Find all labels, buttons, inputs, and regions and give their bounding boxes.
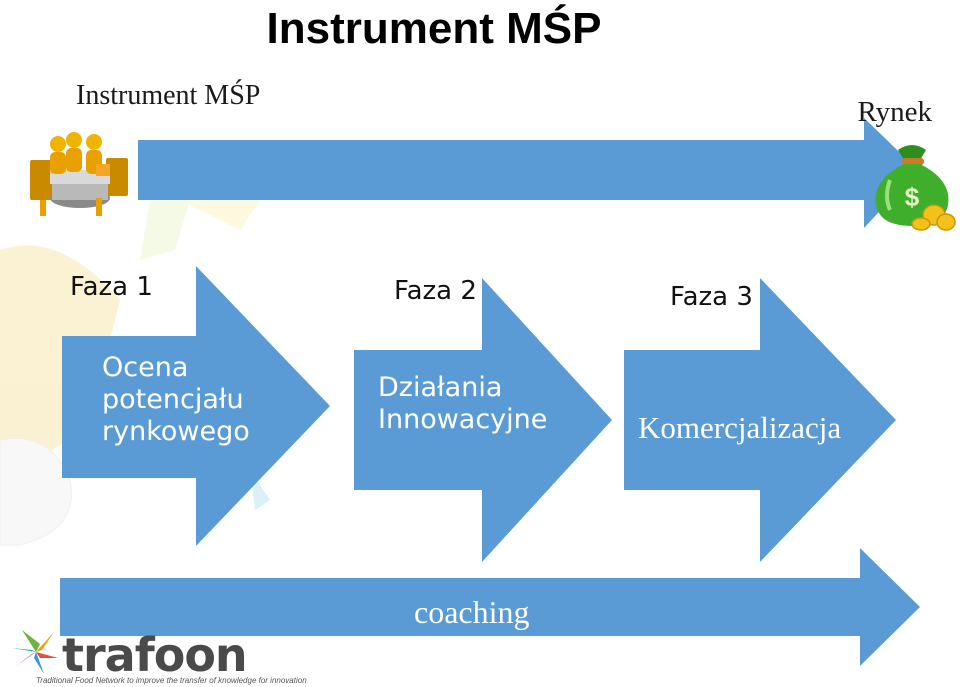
phase-1-label: Faza 1 (70, 272, 153, 302)
phase-1-arrow (62, 266, 330, 546)
phase-3-arrow (624, 278, 896, 562)
money-bag-icon: $ (875, 145, 956, 231)
svg-text:$: $ (905, 182, 920, 212)
logo-wordmark: trafoon (62, 628, 248, 682)
page-title: Instrument MŚP (266, 4, 602, 53)
background-decoration (0, 200, 270, 546)
coaching-label: coaching (414, 594, 530, 630)
market-label: Rynek (857, 96, 932, 128)
phase-1-line: Ocena (102, 352, 189, 383)
phase-2-label: Faza 2 (394, 276, 477, 306)
meeting-people-icon (30, 132, 128, 216)
phase-2-line: Działania (378, 372, 503, 403)
subtitle: Instrument MŚP (76, 80, 261, 111)
phase-1-line: rynkowego (102, 415, 250, 447)
trafoon-logo-icon (12, 630, 58, 674)
phase-2-arrow (354, 278, 612, 562)
phase-2-line: Innowacyjne (378, 403, 548, 435)
phase-1-description: Ocena potencjału rynkowego (102, 352, 250, 448)
coaching-arrow (60, 548, 920, 666)
phase-1-line: potencjału (102, 383, 244, 415)
logo-tagline: Traditional Food Network to improve the … (36, 676, 307, 685)
phase-3-description: Komercjalizacja (638, 410, 842, 445)
phase-2-description: Działania Innowacyjne (378, 372, 547, 436)
market-arrow (138, 118, 918, 228)
phase-3-label: Faza 3 (670, 282, 753, 312)
